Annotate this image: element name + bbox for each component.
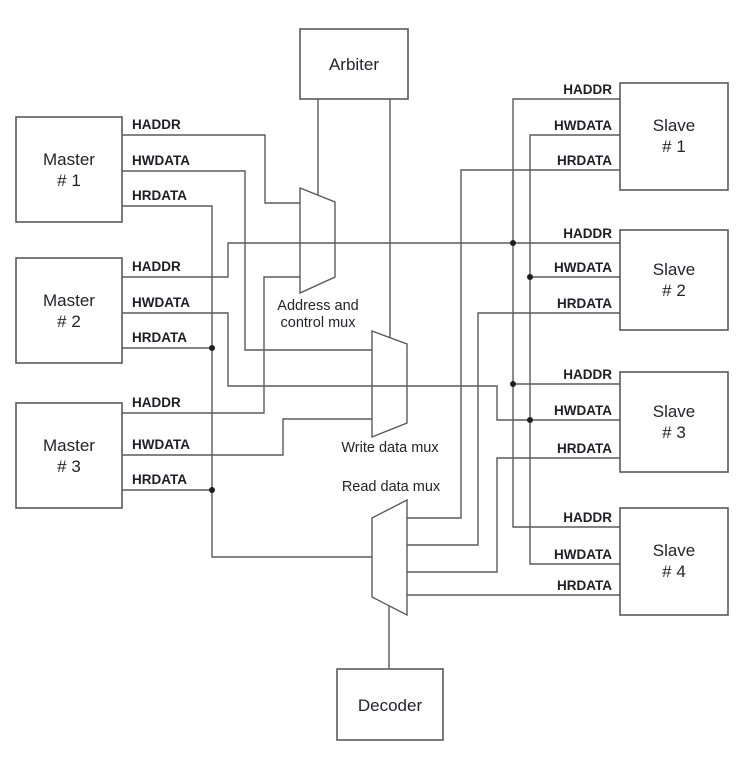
slave-2-haddr-label: HADDR — [563, 226, 612, 241]
address-mux-label-line2: control mux — [281, 315, 357, 331]
slave-1-hwdata-label: HWDATA — [554, 118, 612, 133]
junction-dot — [527, 417, 533, 423]
wire-read-mux-output-trunk — [122, 205, 372, 558]
write-data-mux-shape — [371, 329, 408, 439]
slave-2-number: # 2 — [662, 281, 686, 300]
master-2-name: Master — [43, 291, 95, 310]
write-mux-label: Write data mux — [341, 440, 439, 456]
slave-4-hwdata-label: HWDATA — [554, 547, 612, 562]
master-1-hrdata-label: HRDATA — [132, 188, 187, 203]
master-1-box — [15, 116, 123, 223]
slave-3-name: Slave — [653, 402, 696, 421]
slave-3-hwdata-label: HWDATA — [554, 403, 612, 418]
wire-master3-hwdata — [122, 418, 372, 456]
read-data-mux-shape — [371, 498, 408, 617]
slave-4-haddr-label: HADDR — [563, 510, 612, 525]
master-1-haddr-label: HADDR — [132, 117, 181, 132]
address-control-mux-shape — [299, 186, 336, 295]
slave-4-name: Slave — [653, 541, 696, 560]
wire-hwdata-bus-vertical — [529, 134, 620, 565]
wire-slave2-hrdata — [407, 312, 620, 546]
master-1-hwdata-label: HWDATA — [132, 153, 190, 168]
wire-master3-haddr — [122, 276, 300, 414]
master-3-box — [15, 402, 123, 509]
master-2-haddr-label: HADDR — [132, 259, 181, 274]
master-3-name: Master — [43, 436, 95, 455]
arbiter-box — [299, 28, 409, 100]
arbiter-label: Arbiter — [329, 55, 379, 74]
slave-2-hwdata-label: HWDATA — [554, 260, 612, 275]
slave-4-box — [619, 507, 729, 616]
wire-slave1-hrdata — [407, 169, 620, 519]
slave-3-haddr-label: HADDR — [563, 367, 612, 382]
slave-3-number: # 3 — [662, 423, 686, 442]
slave-4-number: # 4 — [662, 562, 686, 581]
junction-dot — [510, 240, 516, 246]
wire-master1-hwdata — [122, 170, 372, 351]
junction-dot — [209, 345, 215, 351]
master-3-hwdata-label: HWDATA — [132, 437, 190, 452]
slave-4-hrdata-label: HRDATA — [557, 578, 612, 593]
read-mux-label: Read data mux — [342, 479, 441, 495]
junction-dot — [209, 487, 215, 493]
decoder-label: Decoder — [358, 696, 423, 715]
master-2-hrdata-label: HRDATA — [132, 330, 187, 345]
master-1-number: # 1 — [57, 171, 81, 190]
slave-2-name: Slave — [653, 260, 696, 279]
decoder-box — [336, 668, 444, 741]
master-2-box — [15, 257, 123, 364]
master-2-hwdata-label: HWDATA — [132, 295, 190, 310]
slave-3-box — [619, 371, 729, 473]
slave-1-box — [619, 82, 729, 191]
master-3-hrdata-label: HRDATA — [132, 472, 187, 487]
junction-dot — [527, 274, 533, 280]
junction-dot — [510, 381, 516, 387]
slave-1-number: # 1 — [662, 137, 686, 156]
wire-master2-hwdata-and-hwdata-out — [122, 312, 530, 421]
wire-master1-haddr — [122, 134, 300, 204]
slave-2-box — [619, 229, 729, 331]
slave-1-haddr-label: HADDR — [563, 82, 612, 97]
wire-master2-haddr-and-haddr-bus — [122, 242, 620, 278]
slave-3-hrdata-label: HRDATA — [557, 441, 612, 456]
slave-2-hrdata-label: HRDATA — [557, 296, 612, 311]
master-1-name: Master — [43, 150, 95, 169]
address-mux-label-line1: Address and — [277, 298, 358, 314]
master-2-number: # 2 — [57, 312, 81, 331]
master-3-number: # 3 — [57, 457, 81, 476]
slave-1-hrdata-label: HRDATA — [557, 153, 612, 168]
wire-slave3-hrdata — [407, 457, 620, 573]
master-3-haddr-label: HADDR — [132, 395, 181, 410]
slave-1-name: Slave — [653, 116, 696, 135]
